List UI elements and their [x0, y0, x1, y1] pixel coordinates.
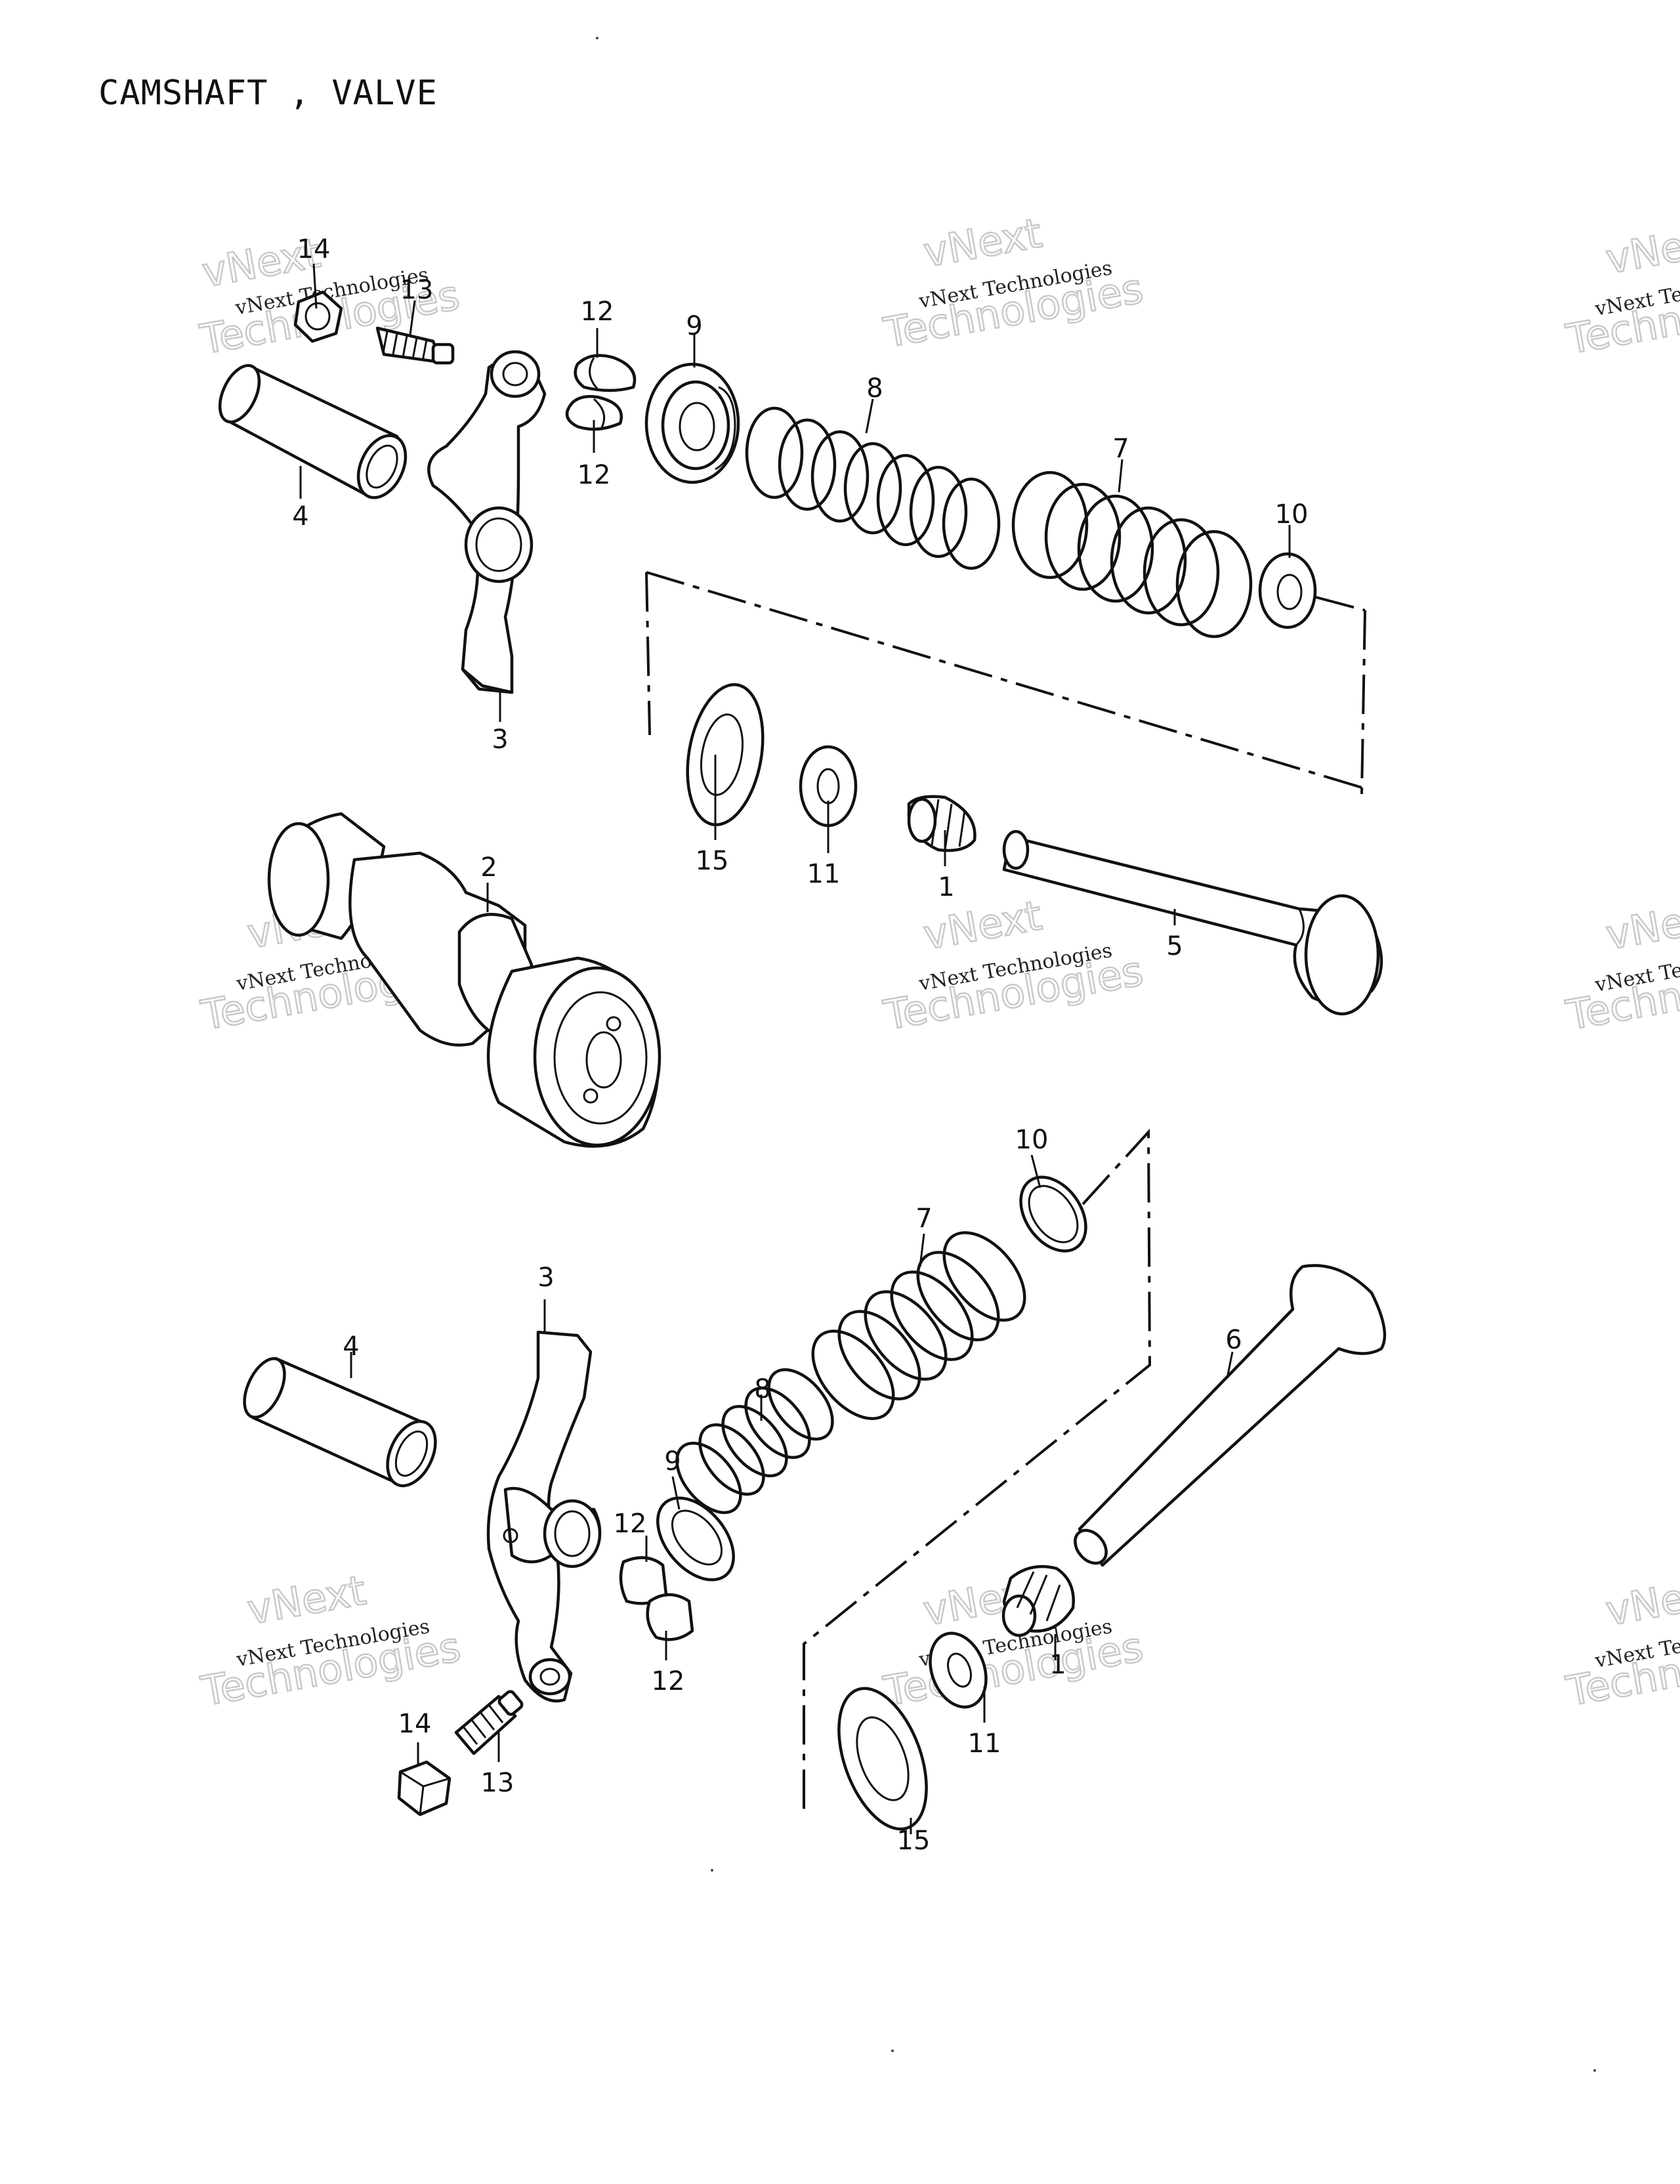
watermark-logo: vNext: [244, 1566, 369, 1633]
callout-13: 13: [400, 275, 434, 305]
part-12-valve-cotter: [619, 1556, 694, 1641]
watermark-logo: vNext: [920, 209, 1045, 276]
part-8-inner-spring: [745, 406, 1001, 570]
part-5-intake-valve: [1002, 830, 1383, 1016]
scan-artifact: [1593, 2069, 1596, 2072]
part-3-rocker-arm: [486, 1330, 602, 1703]
callout-2: 2: [480, 852, 497, 883]
part-7-outer-spring: [811, 1231, 1026, 1420]
callout-8: 8: [754, 1374, 770, 1404]
callout-14: 14: [398, 1709, 432, 1739]
callout-4: 4: [343, 1332, 359, 1362]
part-4-rocker-shaft: [218, 364, 408, 499]
callout-7: 7: [915, 1204, 932, 1234]
part-11-seal-washer: [929, 1631, 988, 1709]
part-15-washer: [837, 1687, 928, 1831]
callout-9: 9: [664, 1446, 681, 1477]
watermark-logo: vNe: [1603, 898, 1680, 959]
callout-1: 1: [1049, 1650, 1066, 1680]
leader-lines: [299, 263, 1291, 1834]
part-3-rocker-arm: [427, 350, 547, 694]
scan-artifact: [891, 2049, 894, 2052]
part-7-outer-spring: [1011, 471, 1253, 639]
part-14-nut: [293, 290, 343, 343]
page-title: CAMSHAFT , VALVE: [98, 74, 438, 113]
callout-10: 10: [1275, 499, 1309, 530]
callout-15: 15: [696, 846, 729, 876]
part-13-adjust-screw: [375, 326, 455, 365]
callout-11: 11: [968, 1729, 1001, 1759]
callout-8: 8: [866, 373, 883, 404]
callout-12: 12: [652, 1666, 685, 1696]
callout-12: 12: [578, 460, 611, 490]
callout-12: 12: [614, 1509, 647, 1539]
callout-14: 14: [297, 234, 331, 264]
part-2-camshaft: [267, 812, 662, 1148]
part-4-rocker-shaft: [243, 1356, 437, 1488]
callout-3: 3: [492, 724, 508, 755]
callout-1: 1: [938, 872, 954, 902]
callout-15: 15: [897, 1826, 931, 1856]
part-8-inner-spring: [675, 1368, 834, 1515]
assembly-bracket-line: [645, 571, 1366, 795]
callout-labels: 14 13 12 12 9 8 7 10 4 3 15 11 1 2 5 10 …: [292, 234, 1308, 1856]
watermark-logo: vNe: [1603, 1574, 1680, 1635]
part-1-stem-seal: [1001, 1564, 1075, 1637]
callout-5: 5: [1166, 931, 1183, 961]
callout-13: 13: [481, 1768, 514, 1798]
part-6-exhaust-valve: [1074, 1264, 1387, 1567]
part-1-stem-seal: [907, 795, 976, 852]
callout-9: 9: [686, 311, 702, 341]
part-10-spring-seat: [1019, 1175, 1087, 1253]
part-9-spring-retainer: [656, 1496, 735, 1582]
callout-12: 12: [581, 297, 614, 327]
watermark-logo: vNe: [1603, 222, 1680, 284]
callout-4: 4: [292, 501, 308, 532]
scan-artifact: [711, 1869, 713, 1872]
part-12-valve-cotter: [565, 354, 637, 431]
scan-artifact: [596, 37, 598, 39]
callout-3: 3: [537, 1263, 554, 1293]
callout-11: 11: [807, 859, 841, 889]
callout-6: 6: [1225, 1325, 1242, 1355]
part-15-washer: [686, 682, 765, 827]
assembly-bracket-line: [803, 1128, 1152, 1818]
part-13-adjust-screw: [454, 1690, 524, 1755]
part-14-nut: [397, 1760, 452, 1816]
callout-7: 7: [1112, 434, 1129, 464]
part-9-spring-retainer: [644, 362, 740, 484]
callout-10: 10: [1015, 1125, 1049, 1155]
part-10-spring-seat: [1258, 552, 1317, 629]
